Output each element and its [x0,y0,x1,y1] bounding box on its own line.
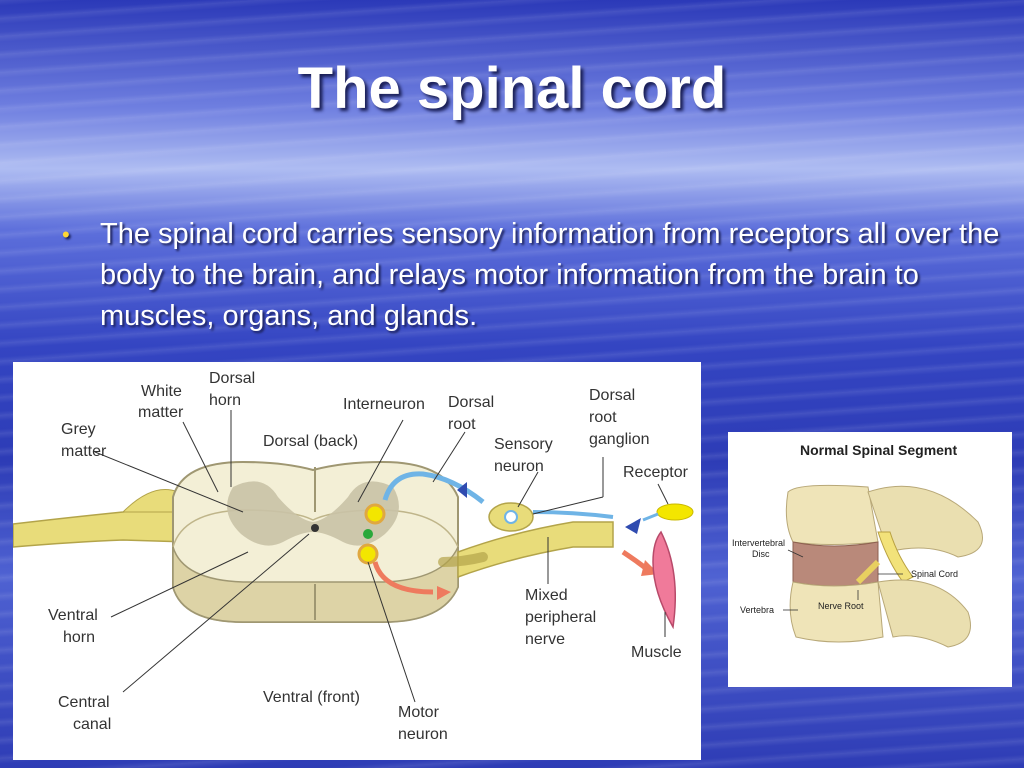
spinal-cord-cross-section-diagram: White matter Dorsal horn Grey matter Int… [12,362,701,760]
receptor-shape [656,503,694,521]
slide-title: The spinal cord [297,56,727,121]
upper-vertebra [785,484,879,545]
bullet-marker: • [62,222,70,247]
label-vertebra: Vertebra [740,605,774,615]
label-grey-matter-1: Grey [61,421,96,438]
label-motor-neuron-2: neuron [398,726,448,743]
label-ventral-front: Ventral (front) [263,689,360,706]
label-dorsal-root-2: root [448,416,476,433]
label-sensory-neuron-1: Sensory [494,436,553,453]
motor-neuron-path [372,561,434,595]
interneuron-synapse [363,529,373,539]
segment-leader-lines [783,549,903,611]
label-sensory-neuron-2: neuron [494,458,544,475]
motor-arrow-1 [437,586,451,600]
label-dorsal-back: Dorsal (back) [263,433,358,450]
label-leader-lines [94,410,669,703]
receptor-connector [642,512,659,522]
label-dorsal-root-1: Dorsal [448,394,494,411]
segment-title: Normal Spinal Segment [800,442,957,458]
sensory-neuron-axon [532,510,614,519]
label-grey-matter-2: matter [61,443,107,460]
label-motor-neuron-1: Motor [398,704,440,721]
muscle-shape [652,530,677,630]
label-central-canal-2: canal [73,716,111,733]
grey-matter-butterfly [227,481,399,546]
label-white-matter-1: White [141,383,182,400]
spinal-segment-diagram: Normal Spinal Segment Intervertebral Dis… [728,432,1012,687]
right-mixed-nerve [457,521,614,579]
spinal-cord-shape [877,531,914,583]
label-mixed-nerve-3: nerve [525,631,565,648]
label-ventral-horn-1: Ventral [48,607,98,624]
label-interneuron: Interneuron [343,396,425,413]
lower-vertebra [789,581,884,643]
cord-surface-edge [172,509,459,548]
upper-vertebra-process [867,485,983,558]
label-spinal-cord: Spinal Cord [911,569,958,579]
label-central-canal-1: Central [58,694,110,711]
sensory-arrow-1 [457,482,467,498]
motor-neuron-cell [357,543,379,565]
intervertebral-disc [792,541,879,587]
label-drg-3: ganglion [589,431,650,448]
interneuron-cell [364,503,386,525]
label-mixed-nerve-2: peripheral [525,609,596,626]
ventral-root [438,552,488,567]
sensory-arrow-2 [625,518,641,534]
bullet-text: The spinal cord carries sensory informat… [100,218,1000,332]
label-intervertebral: Intervertebral [732,538,785,548]
cross-section-svg: White matter Dorsal horn Grey matter Int… [12,370,694,743]
label-nerve-root: Nerve Root [818,601,864,611]
label-drg-2: root [589,409,617,426]
lower-vertebra-process [877,579,971,648]
spinal-segment-svg: Normal Spinal Segment Intervertebral Dis… [732,442,983,648]
nerve-root-shape [855,559,881,585]
ganglion-cell [504,510,518,524]
label-dorsal-horn-2: horn [209,392,241,409]
label-mixed-nerve-1: Mixed [525,587,568,604]
label-white-matter-2: matter [138,404,184,421]
label-dorsal-horn-1: Dorsal [209,370,255,387]
label-receptor: Receptor [623,464,689,481]
label-drg-1: Dorsal [589,387,635,404]
label-ventral-horn-2: horn [63,629,95,646]
label-disc: Disc [752,549,770,559]
label-muscle: Muscle [631,644,682,661]
central-canal-dot [311,524,319,532]
